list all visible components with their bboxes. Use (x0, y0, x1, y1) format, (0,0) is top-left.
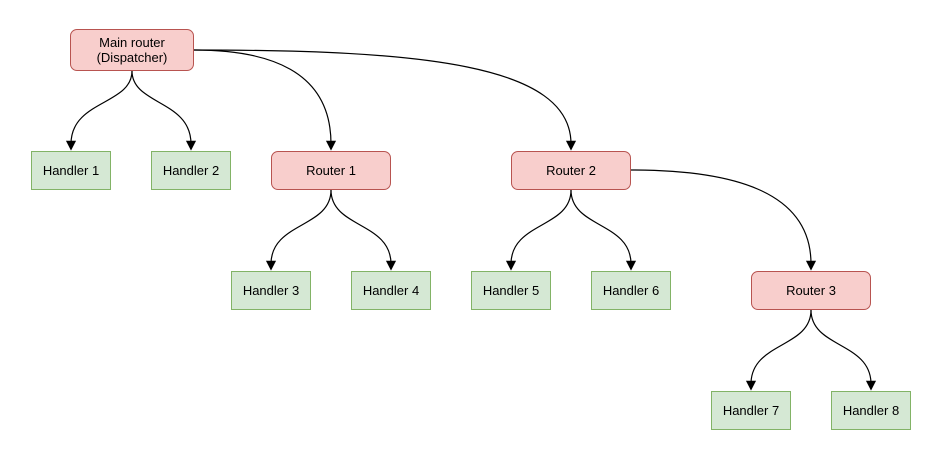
arrowhead-icon (385, 260, 397, 271)
node-main-router[interactable]: Main router (Dispatcher) (70, 29, 194, 71)
node-handler-7[interactable]: Handler 7 (711, 391, 791, 430)
node-handler-2[interactable]: Handler 2 (151, 151, 231, 190)
arrowhead-icon (265, 260, 277, 271)
node-router-3[interactable]: Router 3 (751, 271, 871, 310)
arrowhead-icon (625, 260, 637, 271)
edge-e-r3-h7 (745, 309, 812, 391)
edge-e-main-r2 (193, 49, 577, 151)
node-handler-3[interactable]: Handler 3 (231, 271, 311, 310)
edge-e-r2-r3 (630, 169, 817, 271)
edge-e-r2-h6 (570, 189, 637, 271)
edge-e-main-h2 (131, 70, 197, 151)
edge-e-r3-h8 (810, 309, 877, 391)
edge-e-r1-h4 (330, 189, 397, 271)
node-handler-8[interactable]: Handler 8 (831, 391, 911, 430)
edge-e-main-r1 (193, 49, 337, 151)
arrowhead-icon (325, 140, 337, 151)
edge-e-r1-h3 (265, 189, 332, 271)
arrowhead-icon (565, 140, 577, 151)
node-handler-4[interactable]: Handler 4 (351, 271, 431, 310)
node-handler-6[interactable]: Handler 6 (591, 271, 671, 310)
node-handler-1[interactable]: Handler 1 (31, 151, 111, 190)
node-router-1[interactable]: Router 1 (271, 151, 391, 190)
node-router-2[interactable]: Router 2 (511, 151, 631, 190)
arrowhead-icon (185, 140, 197, 151)
edge-e-main-h1 (65, 70, 133, 151)
edge-e-r2-h5 (505, 189, 572, 271)
arrowhead-icon (865, 380, 877, 391)
arrowhead-icon (505, 260, 517, 271)
arrowhead-icon (745, 380, 757, 391)
arrowhead-icon (65, 140, 77, 151)
node-handler-5[interactable]: Handler 5 (471, 271, 551, 310)
arrowhead-icon (805, 260, 817, 271)
